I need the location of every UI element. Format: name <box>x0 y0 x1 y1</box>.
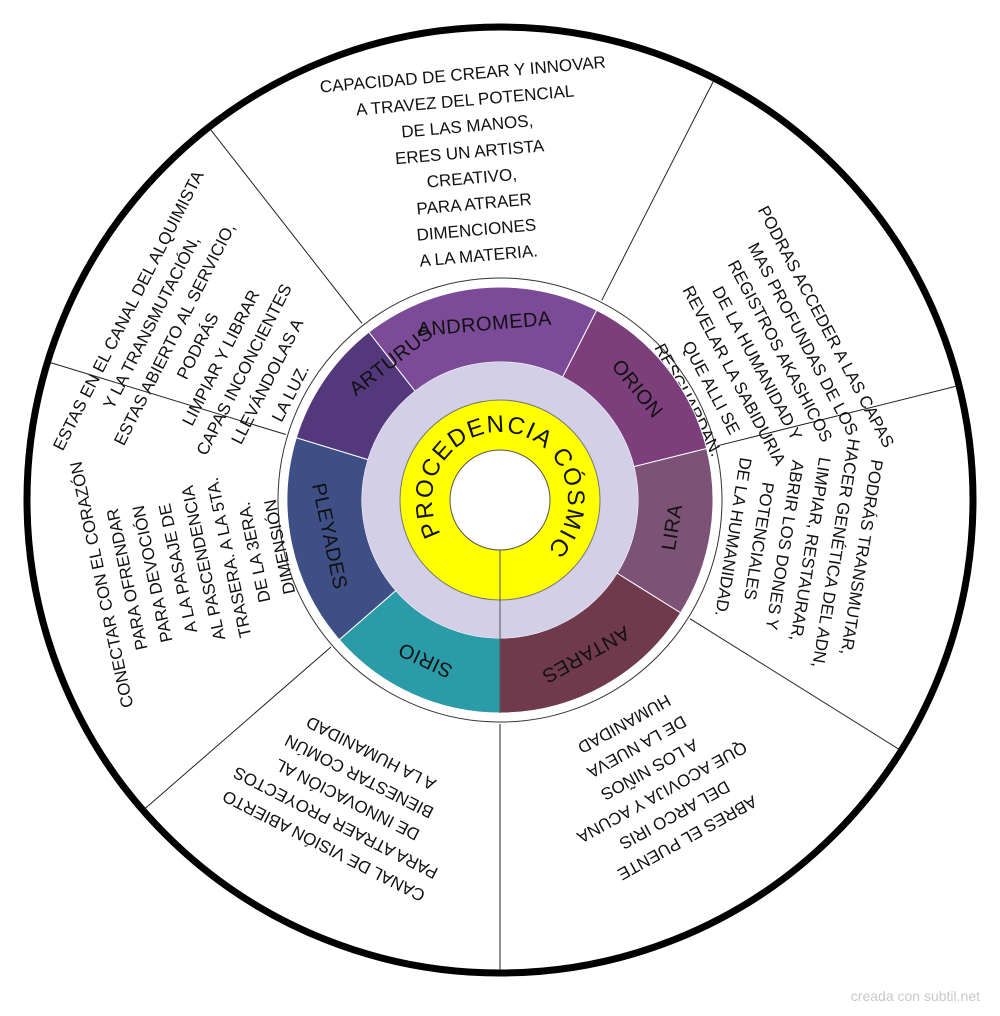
segment-divider-line <box>601 80 714 301</box>
segment-divider-line <box>50 362 286 435</box>
center-hole <box>449 449 551 551</box>
credit-footer: creada con subtil.net <box>850 988 980 1004</box>
segment-divider-line <box>210 129 363 324</box>
segment-divider-line <box>717 385 957 447</box>
segment-divider-line <box>144 646 332 809</box>
segment-divider-line <box>689 618 899 750</box>
ring-frame-circle <box>277 277 723 723</box>
constellation-ring: ANDROMEDAORIONLIRAANTARESSIRIOPLEYADESAR… <box>286 286 714 714</box>
